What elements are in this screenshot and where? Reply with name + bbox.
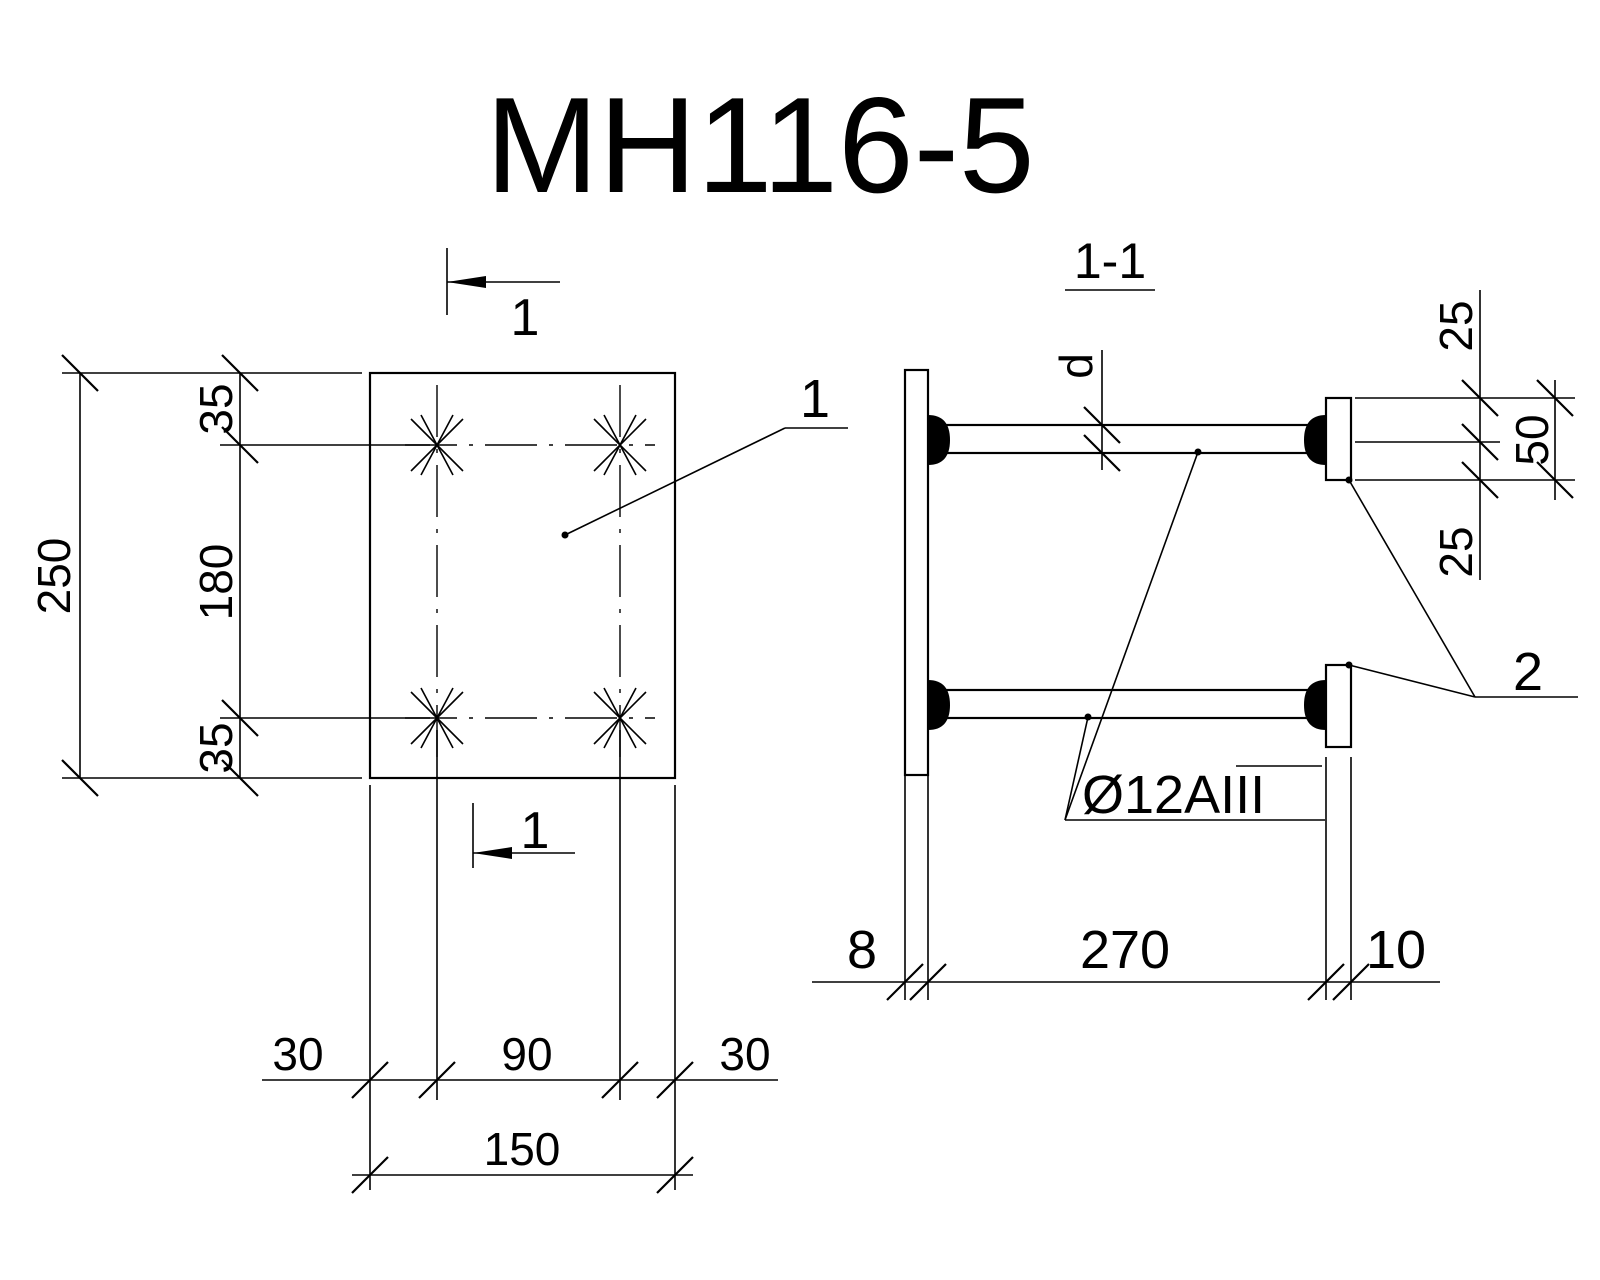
section-view: 1-1 d [812,233,1578,1001]
welds-plate-side [928,415,950,730]
svg-text:10: 10 [1366,920,1426,980]
svg-text:150: 150 [484,1123,561,1175]
washer-top [1324,396,1353,482]
anchor-mark-bottom-left [410,687,464,749]
rebar-callout: Ø12AIII [1064,448,1325,825]
svg-text:270: 270 [1080,920,1170,980]
svg-text:50: 50 [1506,414,1558,465]
svg-text:180: 180 [190,544,242,621]
svg-text:8: 8 [847,920,877,980]
anchor-rod-top [938,423,1317,455]
dim-washer-chain: 25 50 25 [1355,290,1575,580]
svg-text:250: 250 [28,538,80,615]
svg-text:1: 1 [800,369,830,429]
dim-width-chain: 30 90 30 [262,730,778,1190]
position-leader-1: 1 [561,369,848,539]
section-mark-bottom: 1 [472,802,575,868]
washer-bottom [1324,663,1353,749]
svg-text:25: 25 [1430,300,1482,351]
rebar-callout-text: Ø12AIII [1082,765,1265,825]
plan-view: 1 1 1 250 [28,248,848,1194]
position-leader-2: 2 [1345,476,1578,702]
dim-total-width: 150 [351,1123,694,1194]
anchor-marks [410,414,647,749]
drawing-title: МН116-5 [485,69,1034,221]
section-mark-top: 1 [446,248,560,347]
anchor-mark-top-left [410,414,464,476]
svg-text:25: 25 [1430,526,1482,577]
svg-text:35: 35 [190,722,242,773]
svg-text:90: 90 [501,1028,552,1080]
svg-text:1: 1 [511,289,540,347]
anchor-mark-top-right [593,414,647,476]
dim-total-height: 250 [28,354,362,797]
section-title: 1-1 [1074,233,1146,289]
svg-text:30: 30 [719,1028,770,1080]
svg-text:1: 1 [521,802,550,860]
svg-text:d: d [1050,353,1102,379]
dim-inner-chain: 35 180 35 [190,354,430,797]
plate-section [903,368,930,777]
anchor-rods [938,423,1317,720]
dim-length-chain: 8 270 10 [812,920,1440,1001]
svg-text:35: 35 [190,383,242,434]
welds-washer-side [1304,415,1326,730]
embedded-plate-outline [368,371,677,780]
dim-rod-diameter: d [1050,350,1121,472]
plan-center-lines [405,385,655,767]
anchor-rod-bottom [938,688,1317,720]
svg-text:2: 2 [1513,642,1543,702]
rebar-class-overlined: III [1220,765,1265,825]
anchor-mark-bottom-right [593,687,647,749]
svg-text:30: 30 [272,1028,323,1080]
